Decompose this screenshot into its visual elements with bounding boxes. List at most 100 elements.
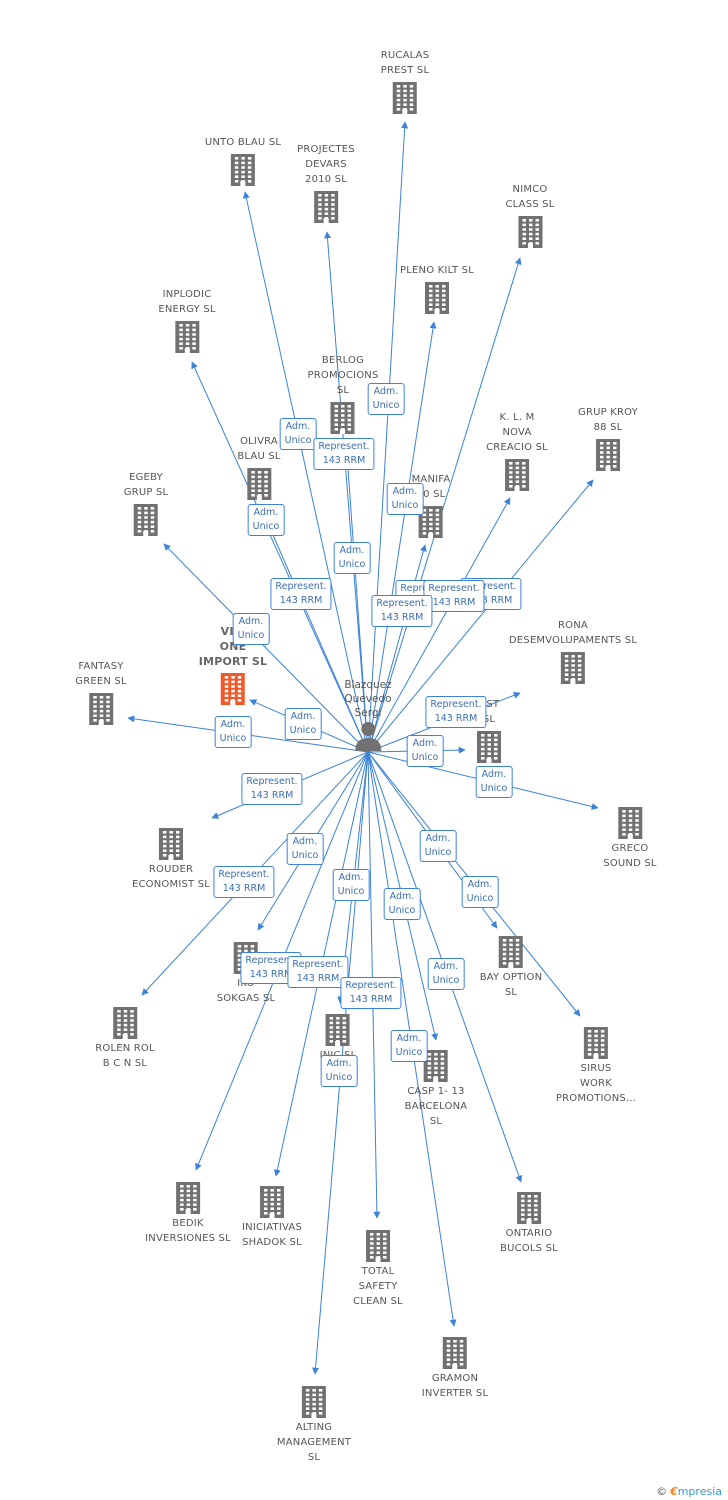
role-badge-grupkroy[interactable]: Represent. 143 RRM	[270, 578, 332, 610]
company-label: CASP 1- 13 BARCELONA SL	[404, 1086, 468, 1127]
company-node-egeby[interactable]: EGEBY GRUP SL	[124, 470, 169, 536]
company-node-rolenrol[interactable]: ROLEN ROL B C N SL	[95, 1005, 155, 1071]
company-node-grupkroy[interactable]: GRUP KROY 88 SL	[578, 405, 638, 471]
building-icon	[174, 321, 199, 353]
company-label: ROUDER ECONOMIST SL	[131, 864, 211, 890]
role-badge-rucalas[interactable]: Adm. Unico	[367, 383, 405, 415]
building-icon	[330, 402, 355, 434]
company-node-alting[interactable]: ALTING MANAGEMENT SL	[277, 1384, 351, 1465]
building-icon	[325, 1014, 350, 1046]
building-icon	[88, 693, 113, 725]
building-icon	[260, 1186, 284, 1218]
edge-nimco	[367, 257, 522, 753]
company-label: OLIVRA BLAU SL	[237, 436, 281, 462]
company-node-ontario[interactable]: ONTARIO BUCOLS SL	[500, 1190, 558, 1256]
company-label: GRAMON INVERTER SL	[421, 1373, 489, 1399]
role-badge-ust[interactable]: Adm. Unico	[406, 735, 444, 767]
role-badge-rolenrol[interactable]: Represent. 143 RRM	[213, 866, 275, 898]
role-badge-projectes[interactable]: Adm. Unico	[333, 542, 371, 574]
company-node-greco[interactable]: GRECO SOUND SL	[603, 805, 657, 871]
company-node-ust[interactable]: UST SL	[474, 697, 504, 763]
role-badge-egeby[interactable]: Adm. Unico	[232, 613, 270, 645]
building-icon	[159, 828, 183, 860]
role-badge-ontario[interactable]: Adm. Unico	[427, 958, 465, 990]
building-icon	[314, 191, 338, 223]
company-node-rucalas[interactable]: RUCALAS PREST SL	[381, 48, 429, 114]
company-label: BEDIK INVERSIONES SL	[145, 1218, 231, 1244]
company-node-klm[interactable]: K. L. M NOVA CREACIO SL	[486, 410, 548, 491]
company-label: PROJECTES DEVARS 2010 SL	[297, 144, 355, 185]
company-node-plenokilt[interactable]: PLENO KILT SL	[400, 263, 474, 314]
role-badge-gramon[interactable]: Adm. Unico	[390, 1030, 428, 1062]
copyright-symbol: ©	[656, 1485, 668, 1498]
role-badge-casp[interactable]: Adm. Unico	[383, 888, 421, 920]
company-node-sirus[interactable]: SIRUS WORK PROMOTIONS...	[556, 1025, 636, 1106]
building-icon	[113, 1007, 137, 1039]
company-node-gramon[interactable]: GRAMON INVERTER SL	[422, 1335, 488, 1401]
company-node-totalsafety[interactable]: TOTAL SAFETY CLEAN SL	[353, 1228, 403, 1309]
company-node-inplodic[interactable]: INPLODIC ENERGY SL	[158, 287, 215, 353]
role-badge-untoblau[interactable]: Adm. Unico	[279, 418, 317, 450]
building-icon	[499, 936, 523, 968]
company-node-berlog[interactable]: BERLOG PROMOCIONS SL	[308, 353, 379, 434]
person-icon	[354, 722, 381, 751]
company-node-olivra[interactable]: OLIVRA BLAU SL	[237, 434, 280, 500]
role-badge-inplodic[interactable]: Adm. Unico	[247, 504, 285, 536]
company-node-projectes[interactable]: PROJECTES DEVARS 2010 SL	[297, 142, 355, 223]
role-badge-rouder[interactable]: Represent. 143 RRM	[241, 773, 303, 805]
role-badge-rona[interactable]: Represent. 143 RRM	[425, 696, 487, 728]
role-badge-vla[interactable]: Adm. Unico	[284, 708, 322, 740]
company-node-rouder[interactable]: ROUDER ECONOMIST SL	[132, 826, 210, 892]
edge-olivra	[261, 509, 369, 753]
company-label: FANTASY GREEN SL	[75, 661, 127, 687]
company-label: K. L. M NOVA CREACIO SL	[486, 412, 548, 453]
company-label: UNTO BLAU SL	[204, 137, 282, 148]
company-label: GRECO SOUND SL	[603, 843, 657, 869]
role-badge-totalsafety[interactable]: Represent. 143 RRM	[340, 977, 402, 1009]
role-badge-berlog[interactable]: Represent. 143 RRM	[313, 438, 375, 470]
brand-name: mpresia	[677, 1485, 722, 1498]
role-badge-ikosokgas[interactable]: Adm. Unico	[286, 833, 324, 865]
building-icon	[560, 652, 585, 684]
building-icon	[221, 673, 245, 705]
building-icon	[518, 216, 542, 248]
building-icon	[516, 1192, 541, 1224]
building-icon	[425, 282, 449, 314]
role-badge-shadok[interactable]: Represent. 143 RRM	[287, 956, 349, 988]
company-node-rona[interactable]: RONA DESEMVOLUPAMENTS SL	[509, 618, 637, 684]
role-badge-sirus[interactable]: Adm. Unico	[419, 830, 457, 862]
role-badge-greco[interactable]: Adm. Unico	[475, 766, 513, 798]
company-node-untoblau[interactable]: UNTO BLAU SL	[205, 135, 281, 186]
company-label: PLENO KILT SL	[400, 265, 474, 276]
company-node-shadok[interactable]: INICIATIVAS SHADOK SL	[242, 1184, 302, 1250]
edge-berlog	[342, 439, 369, 753]
building-icon	[246, 468, 271, 500]
edge-inplodic	[191, 361, 369, 753]
building-icon	[584, 1027, 608, 1059]
company-node-bedik[interactable]: BEDIK INVERSIONES SL	[145, 1180, 231, 1246]
company-node-nimco[interactable]: NIMCO CLASS SL	[505, 182, 554, 248]
center-person-node[interactable]: Blazquez Quevedo Sergi	[344, 678, 392, 752]
edge-projectes	[324, 231, 369, 753]
company-label: INICIATIVAS SHADOK SL	[241, 1222, 303, 1248]
building-icon	[176, 1182, 200, 1214]
company-node-fantasy[interactable]: FANTASY GREEN SL	[75, 659, 127, 725]
role-badge-bayoption[interactable]: Adm. Unico	[461, 876, 499, 908]
company-node-casp[interactable]: CASP 1- 13 BARCELONA SL	[405, 1048, 468, 1129]
building-icon	[366, 1230, 390, 1262]
role-badge-olivra[interactable]: Represent. 143 RRM	[371, 595, 433, 627]
role-badge-fantasy[interactable]: Adm. Unico	[214, 716, 252, 748]
footer-credit: ©€mpresia	[656, 1485, 722, 1498]
edge-rucalas	[367, 121, 409, 753]
role-badge-inic[interactable]: Adm. Unico	[332, 869, 370, 901]
company-label: ONTARIO BUCOLS SL	[500, 1228, 558, 1254]
building-icon	[596, 439, 620, 471]
company-node-bayoption[interactable]: BAY OPTION SL	[480, 934, 543, 1000]
company-label: BERLOG PROMOCIONS SL	[307, 355, 379, 396]
company-label: RUCALAS PREST SL	[380, 50, 430, 76]
role-badge-klm[interactable]: Represent. 143 RRM	[423, 580, 485, 612]
role-badge-manifa[interactable]: Adm. Unico	[386, 483, 424, 515]
role-badge-alting[interactable]: Adm. Unico	[320, 1055, 358, 1087]
building-icon	[302, 1386, 326, 1418]
building-icon	[617, 807, 642, 839]
